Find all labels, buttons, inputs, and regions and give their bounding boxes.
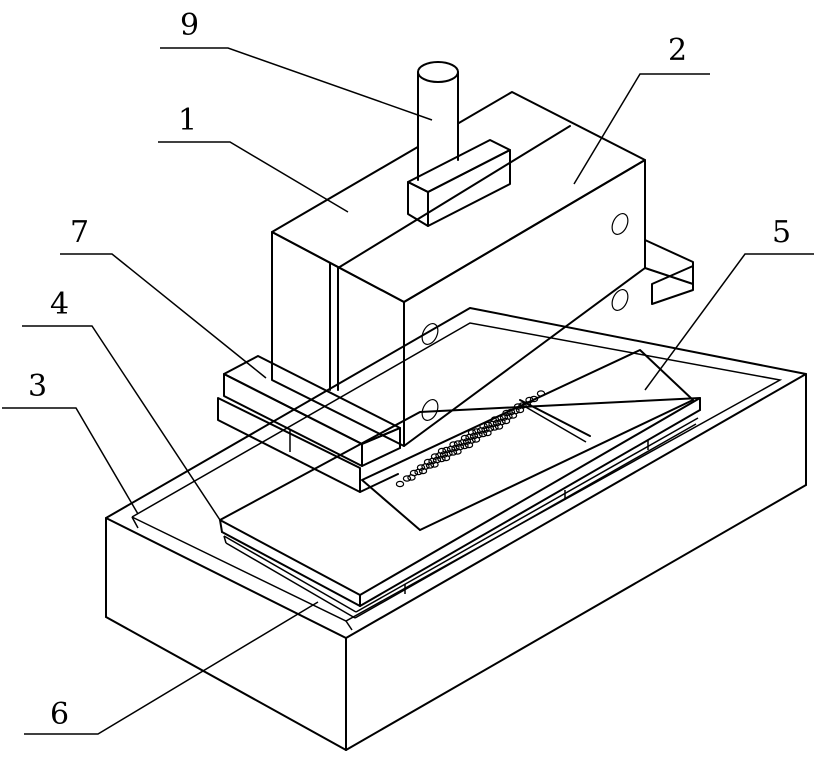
label-6: 6 bbox=[50, 697, 69, 732]
label-1: 1 bbox=[178, 103, 197, 138]
leader-lines bbox=[2, 48, 814, 734]
base-tray bbox=[106, 308, 806, 750]
cylinder bbox=[418, 62, 458, 182]
label-4: 4 bbox=[50, 287, 69, 322]
label-5: 5 bbox=[772, 215, 791, 250]
label-3: 3 bbox=[28, 369, 47, 404]
label-2: 2 bbox=[668, 33, 687, 68]
perforation-hole bbox=[403, 476, 410, 481]
rear-bracket bbox=[645, 240, 693, 304]
perforation-hole bbox=[396, 481, 403, 486]
part-labels: 9 2 1 7 5 4 3 6 bbox=[28, 8, 791, 732]
label-9: 9 bbox=[180, 8, 199, 43]
label-7: 7 bbox=[70, 215, 89, 250]
